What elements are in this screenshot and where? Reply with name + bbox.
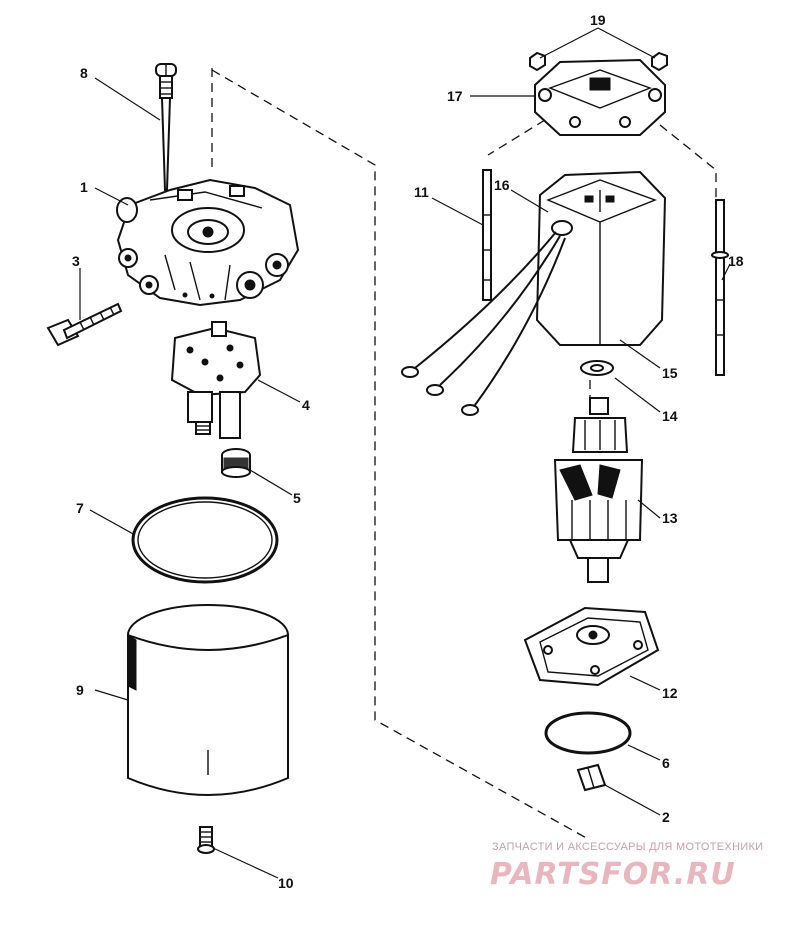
motor-wire-leads: [401, 231, 566, 416]
callout-10: 10: [278, 875, 294, 891]
part-7-o-ring: [131, 496, 279, 584]
part-10-screw: [197, 826, 215, 854]
callout-14: 14: [662, 408, 678, 424]
callout-labels: 8 1 3 4 5 7 9 10 11 16 18 17 19 15 14 13…: [72, 12, 744, 891]
callout-7: 7: [76, 500, 84, 516]
watermark: ЗАПЧАСТИ И АКСЕССУАРЫ ДЛЯ МОТОТЕХНИКИ PA…: [490, 841, 763, 892]
part-14-washer: [580, 360, 614, 376]
part-15-motor-housing: [535, 170, 667, 346]
callout-12: 12: [662, 685, 678, 701]
part-4-pump-assembly: [170, 321, 262, 439]
callout-2: 2: [662, 809, 670, 825]
part-9-reservoir: [127, 604, 289, 796]
part-5-filter-screen: [221, 448, 251, 478]
watermark-tagline: ЗАПЧАСТИ И АКСЕССУАРЫ ДЛЯ МОТОТЕХНИКИ: [492, 841, 763, 853]
callout-11: 11: [414, 184, 429, 200]
callout-9: 9: [76, 682, 84, 698]
part-1-pump-body: [116, 178, 300, 307]
callout-16: 16: [494, 177, 510, 193]
callout-6: 6: [662, 755, 670, 771]
part-2-coupler: [576, 763, 607, 792]
part-16-grommet: [551, 220, 573, 236]
part-12-end-plate: [523, 606, 660, 687]
part-3-bolt: [46, 302, 123, 347]
part-13-armature: [553, 397, 644, 583]
callout-18: 18: [728, 253, 744, 269]
assembly-guide-lines: [211, 68, 717, 841]
part-6-o-ring: [544, 711, 632, 755]
callout-19: 19: [590, 12, 606, 28]
part-11-through-bolt: [482, 169, 492, 301]
callout-17: 17: [447, 88, 463, 104]
part-17-end-cap: [534, 58, 666, 136]
callout-8: 8: [80, 65, 88, 81]
callout-15: 15: [662, 365, 678, 381]
part-18-through-bolt: [711, 199, 729, 376]
leader-lines: [79, 27, 731, 879]
callout-4: 4: [302, 397, 310, 413]
part-8-dipstick: [155, 63, 177, 191]
callout-13: 13: [662, 510, 678, 526]
callout-1: 1: [80, 179, 88, 195]
watermark-brand: PARTSFOR.RU: [490, 857, 736, 892]
callout-3: 3: [72, 253, 80, 269]
callout-5: 5: [293, 490, 301, 506]
